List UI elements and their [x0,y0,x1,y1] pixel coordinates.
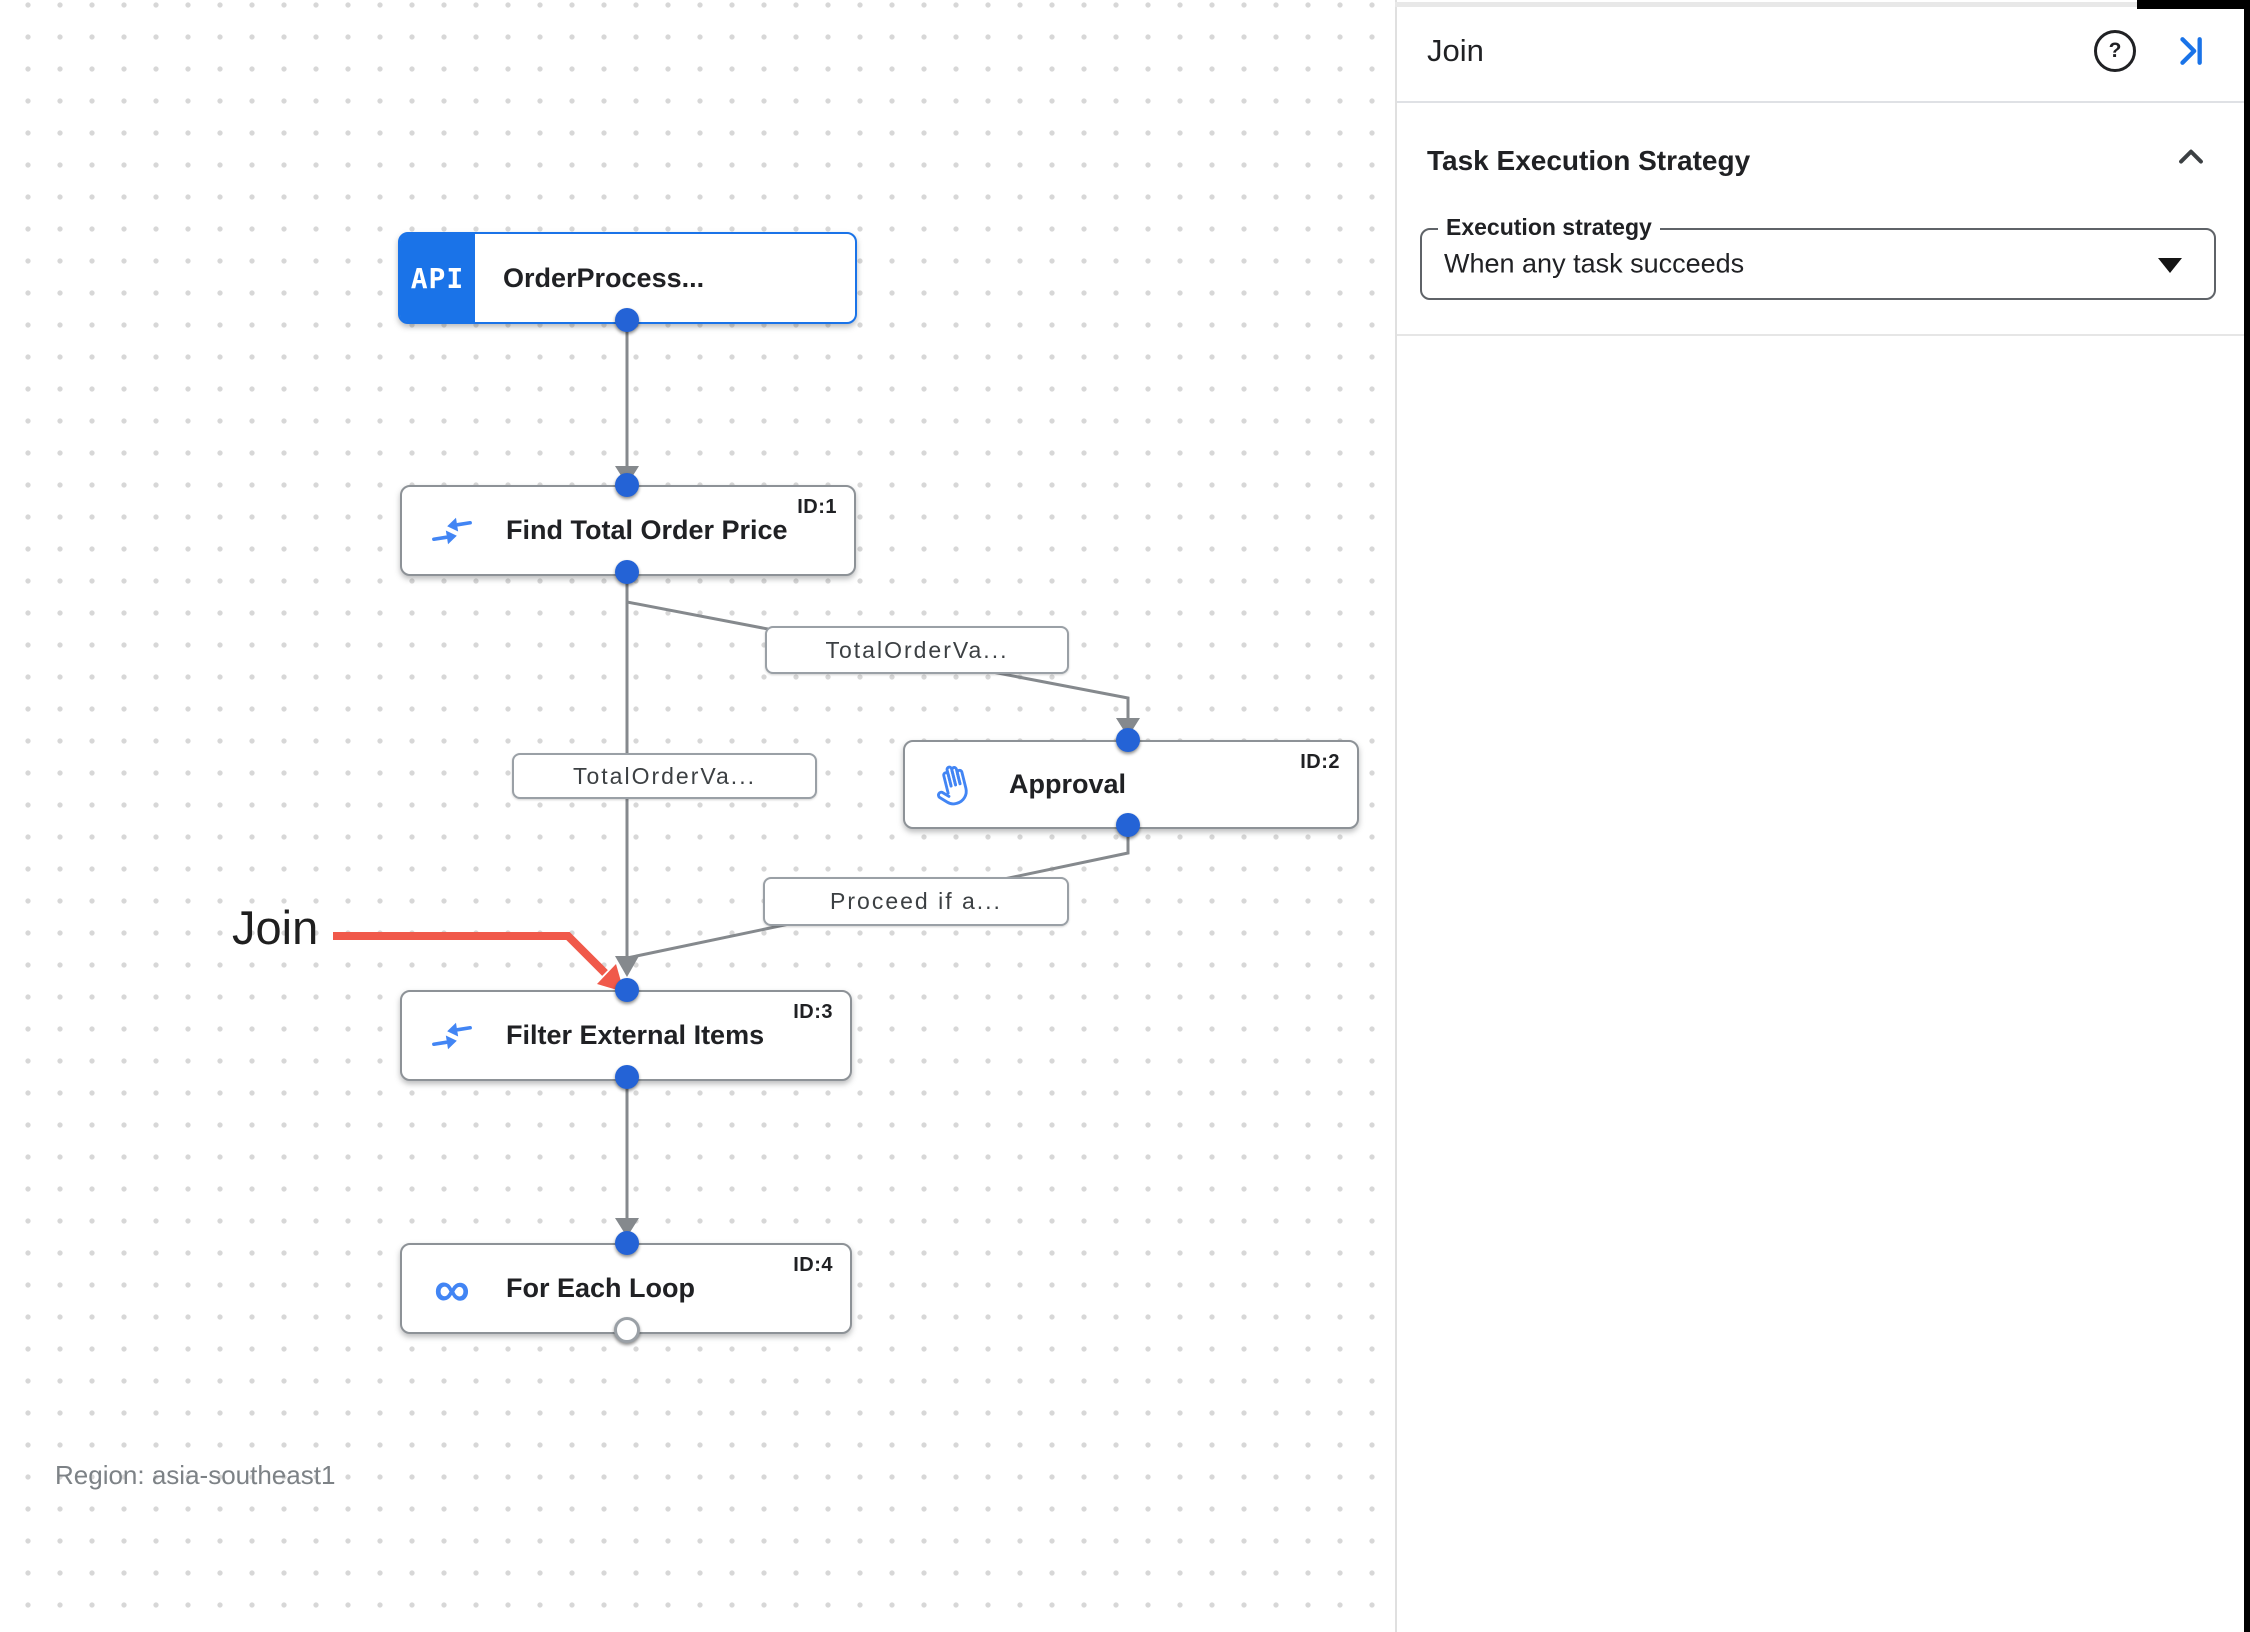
node-title: Find Total Order Price [506,515,788,545]
right-scrollbar-edge [2244,0,2250,1632]
node-title: For Each Loop [506,1273,695,1303]
panel-title: Join [1427,32,1484,68]
node-id-badge: ID:1 [797,496,837,518]
input-port[interactable] [615,1231,639,1255]
edge-label-total-order-value-left[interactable]: TotalOrderVa... [512,753,817,799]
data-mapping-icon [428,507,476,555]
execution-strategy-label: Execution strategy [1438,214,1660,241]
execution-strategy-select[interactable]: Execution strategy When any task succeed… [1420,214,2216,300]
input-port[interactable] [615,473,639,497]
chevron-up-icon[interactable] [2174,141,2208,180]
edge-label-proceed-if-approved[interactable]: Proceed if a... [763,877,1069,926]
dropdown-caret-icon [2158,258,2182,273]
output-port[interactable] [1116,813,1140,837]
section-title: Task Execution Strategy [1427,144,1751,176]
api-trigger-icon-text: API [410,261,465,295]
top-right-black-bar [2137,0,2250,9]
collapse-panel-icon[interactable] [2170,31,2210,71]
output-port[interactable] [615,308,639,332]
panel-header: Join ? [1397,0,2250,103]
help-icon[interactable]: ? [2094,29,2136,72]
node-id-badge: ID:4 [793,1254,833,1276]
node-title: OrderProcess... [503,262,705,293]
api-trigger-icon: API [400,234,475,322]
node-title: Filter External Items [506,1020,765,1050]
edge-label-total-order-value-right[interactable]: TotalOrderVa... [765,626,1069,674]
section-task-execution-strategy[interactable]: Task Execution Strategy [1397,103,2250,180]
approval-hand-icon [926,755,984,813]
config-panel: Join ? Task Execution Strategy Execution… [1395,0,2250,1632]
node-title: Approval [1009,769,1127,799]
output-port[interactable] [615,560,639,584]
for-each-loop-icon: ∞ [434,1260,470,1317]
node-id-badge: ID:2 [1300,751,1340,773]
workflow-canvas[interactable]: TotalOrderVa... TotalOrderVa... Proceed … [0,0,1395,1632]
join-annotation-text: Join [232,901,319,954]
section-divider [1397,334,2250,336]
execution-strategy-value: When any task succeeds [1444,248,1745,279]
top-edge-strip [1395,2,2137,7]
region-label: Region: asia-southeast1 [55,1460,336,1490]
input-port[interactable] [615,978,639,1002]
output-port-empty[interactable] [614,1317,640,1343]
output-port[interactable] [615,1065,639,1089]
data-mapping-icon [428,1012,476,1060]
input-port[interactable] [1116,728,1140,752]
node-id-badge: ID:3 [793,1001,833,1023]
